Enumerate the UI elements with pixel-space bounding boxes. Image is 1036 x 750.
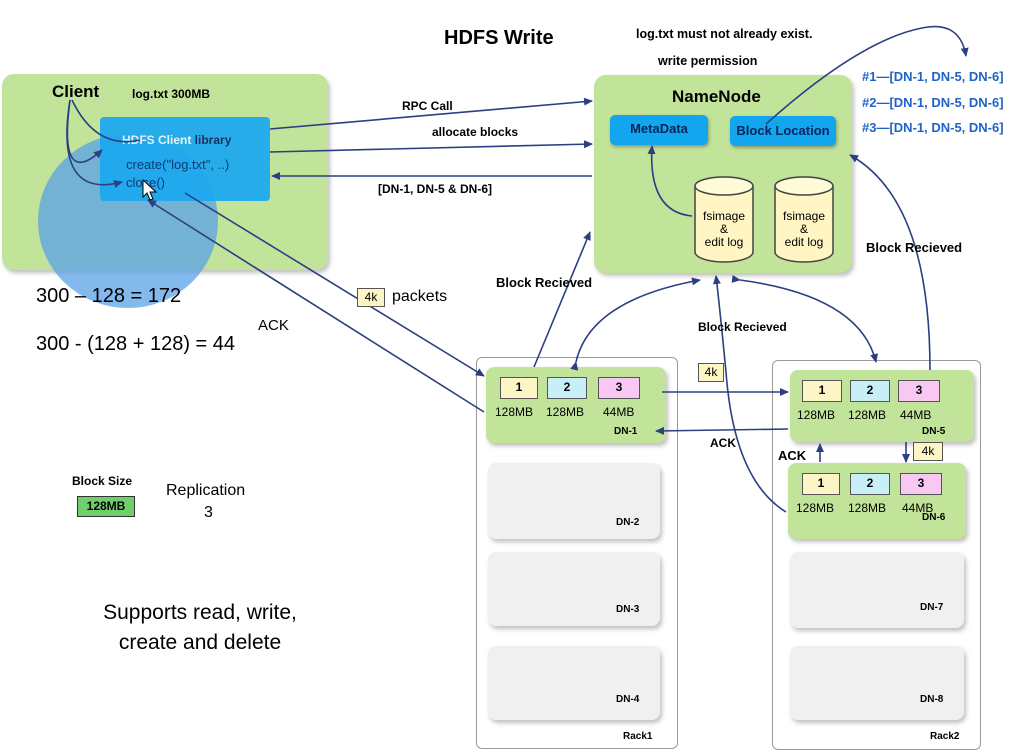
block-3-size: 44MB — [603, 405, 635, 419]
block-3-size: 44MB — [900, 408, 932, 422]
replication-label: Replication — [166, 482, 246, 499]
library-suffix: library — [191, 133, 232, 147]
label-response: [DN-1, DN-5 & DN-6] — [378, 182, 492, 196]
arrow-block-received-dn5 — [849, 154, 931, 371]
arrow-block-location-list — [765, 25, 969, 125]
block-3-size: 44MB — [902, 501, 934, 515]
datanode-dn-2: DN-2 — [488, 463, 660, 539]
arrow-dn5-dn1-ack — [655, 426, 789, 435]
dn-3-label: DN-3 — [616, 604, 640, 615]
block-list-item-2: #2—[DN-1, DN-5, DN-6] — [862, 95, 1004, 110]
calc-line-1: 300 – 128 = 172 — [36, 285, 182, 307]
block-3: 3 — [598, 377, 640, 399]
block-1: 1 — [802, 473, 840, 495]
block-3: 3 — [900, 473, 942, 495]
arrow-rpc-call — [269, 97, 593, 130]
datanode-dn-5: 1 2 3 128MB 128MB 44MB DN-5 — [790, 370, 974, 442]
label-ack-client: ACK — [258, 317, 289, 334]
fsimage-store-1-label: fsimage&edit log — [702, 209, 746, 249]
datanode-dn-6: 1 2 3 128MB 128MB 44MB DN-6 — [788, 463, 966, 539]
block-size-label: Block Size — [72, 474, 133, 488]
namenode-title: NameNode — [672, 87, 761, 106]
library-create-call: create("log.txt", ..) — [126, 157, 230, 172]
block-1: 1 — [802, 380, 842, 402]
packet-tag-dn5-dn6: 4k — [913, 442, 943, 461]
dn-6-label: DN-6 — [922, 512, 946, 523]
packet-tag-dn1-dn5: 4k — [698, 363, 724, 382]
dn-2-label: DN-2 — [616, 517, 640, 528]
arrow-namenode-dn1 — [570, 277, 701, 371]
datanode-dn-8: DN-8 — [790, 646, 964, 720]
label-ack-dn6-dn5: ACK — [778, 448, 807, 463]
client-title: Client — [52, 82, 100, 101]
block-1: 1 — [500, 377, 538, 399]
block-1-size: 128MB — [495, 405, 534, 419]
block-3: 3 — [898, 380, 940, 402]
dn-1-label: DN-1 — [614, 426, 638, 437]
block-2-size: 128MB — [546, 405, 585, 419]
block-size-value: 128MB — [77, 496, 135, 517]
block-2: 2 — [547, 377, 587, 399]
block-1-size: 128MB — [797, 408, 836, 422]
dn-4-label: DN-4 — [616, 694, 640, 705]
arrow-namenode-dn5 — [731, 274, 878, 363]
packets-label: packets — [392, 288, 448, 305]
block-2: 2 — [850, 473, 890, 495]
fsimage-store-2-label: fsimage&edit log — [782, 209, 826, 249]
datanode-dn-4: DN-4 — [488, 646, 660, 720]
datanode-dn-3: DN-3 — [488, 552, 660, 626]
datanode-dn-7: DN-7 — [790, 552, 964, 628]
packet-size-tag: 4k — [357, 288, 385, 307]
arrow-client-create — [66, 99, 103, 163]
mouse-cursor-icon — [142, 178, 158, 201]
client-file: log.txt 300MB — [132, 87, 211, 101]
fsimage-store-1-icon — [694, 176, 754, 263]
calc-line-2: 300 - (128 + 128) = 44 — [36, 333, 236, 355]
library-name: HDFS Client — [122, 133, 192, 147]
rack-2-label: Rack2 — [930, 731, 960, 742]
block-2-size: 128MB — [848, 408, 887, 422]
hdfs-client-library: HDFS Client library create("log.txt", ..… — [100, 117, 270, 201]
diagram-title: HDFS Write — [444, 27, 554, 49]
datanode-dn-1: 1 2 3 128MB 128MB 44MB DN-1 — [486, 367, 666, 443]
metadata-box: MetaData — [610, 115, 708, 145]
dn-7-label: DN-7 — [920, 602, 944, 613]
arrow-ack-client — [147, 199, 485, 413]
dn-8-label: DN-8 — [920, 694, 944, 705]
label-rpc-call: RPC Call — [402, 99, 453, 113]
note-write-permission: write permission — [658, 54, 758, 68]
arrow-store-metadata — [647, 145, 693, 217]
block-2: 2 — [850, 380, 890, 402]
dn-5-label: DN-5 — [922, 426, 946, 437]
label-allocate-blocks: allocate blocks — [432, 125, 519, 139]
arrow-allocate-blocks — [269, 140, 593, 153]
block-list-item-3: #3—[DN-1, DN-5, DN-6] — [862, 120, 1004, 135]
block-1-size: 128MB — [796, 501, 835, 515]
arrow-block-received-dn6 — [712, 275, 787, 513]
block-list-item-1: #1—[DN-1, DN-5, DN-6] — [862, 69, 1004, 84]
supports-text: Supports read, write, create and delete — [103, 601, 297, 654]
label-block-received-1: Block Recieved — [496, 275, 593, 290]
replication-value: 3 — [204, 504, 213, 521]
arrow-client-close — [66, 99, 123, 188]
label-block-received-3: Block Recieved — [866, 240, 963, 255]
arrow-block-received-dn1 — [533, 231, 591, 368]
fsimage-store-2-icon — [774, 176, 834, 263]
arrow-packets — [184, 192, 485, 377]
rack-1-label: Rack1 — [623, 731, 653, 742]
label-ack-dn5-dn1: ACK — [710, 436, 736, 450]
block-location-box: Block Location — [730, 116, 836, 146]
block-2-size: 128MB — [848, 501, 887, 515]
label-block-received-2: Block Recieved — [698, 320, 787, 334]
note-must-not-exist: log.txt must not already exist. — [636, 27, 813, 41]
